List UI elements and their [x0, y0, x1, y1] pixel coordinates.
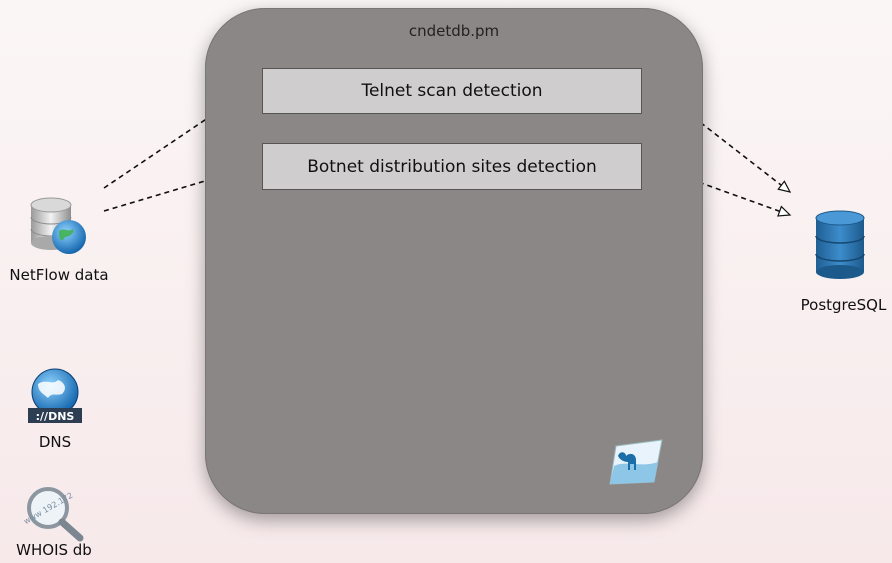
dns-globe-icon: ://DNS — [28, 368, 82, 423]
whois-label: WHOIS db — [16, 541, 92, 559]
netflow-label: NetFlow data — [9, 266, 109, 284]
database-globe-icon — [30, 197, 86, 254]
dns-badge: ://DNS — [36, 410, 75, 423]
botnet-detection-box: Botnet distribution sites detection — [262, 143, 642, 190]
magnifier-icon: www 192.172 — [22, 487, 84, 542]
perl-camel-icon — [609, 439, 663, 485]
telnet-scan-detection-box: Telnet scan detection — [262, 68, 642, 114]
module-title: cndetdb.pm — [408, 22, 500, 40]
postgresql-label: PostgreSQL — [800, 296, 887, 314]
dns-label: DNS — [38, 433, 72, 451]
database-icon — [815, 210, 865, 279]
